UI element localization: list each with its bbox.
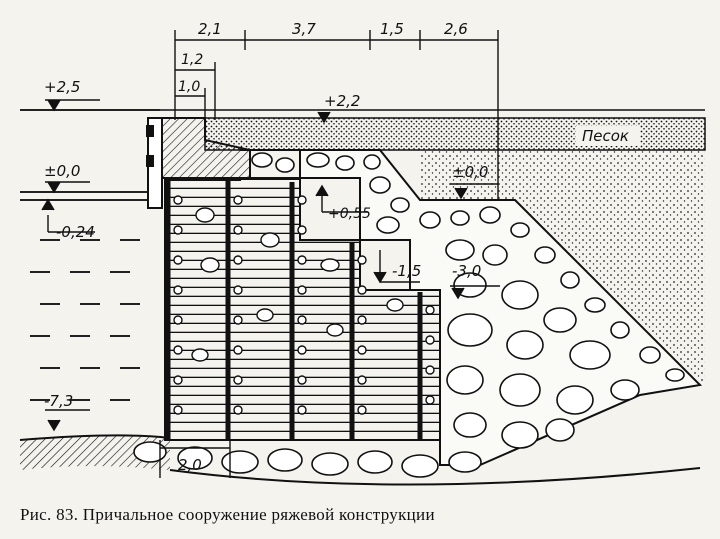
dimension-lines (159, 30, 499, 478)
stone-bedding (133, 441, 482, 478)
sand-label: Песок (582, 127, 629, 145)
dim-3-7: 3,7 (292, 20, 316, 38)
elev-left-top: +2,5 (44, 78, 80, 96)
elev-water-zero: ±0,0 (44, 162, 80, 180)
elev-surface: +2,2 (324, 92, 360, 110)
water-area (20, 109, 160, 401)
elev-water-low: -0,24 (56, 223, 95, 241)
elev-step2: -1,5 (392, 262, 421, 280)
figure-caption: Рис. 83. Причальное сооружение ряжевой к… (20, 505, 435, 524)
elev-sand-zero: ±0,0 (452, 163, 488, 181)
dim-1-2: 1,2 (181, 52, 203, 68)
dim-1-0: 1,0 (178, 79, 200, 95)
crib-body (164, 177, 441, 441)
dimension-labels: 2,1 3,7 1,5 2,6 1,2 1,0 2,0 (178, 20, 468, 474)
dim-2-0: 2,0 (178, 456, 202, 474)
elev-step3: -3,0 (452, 262, 481, 280)
dim-2-1: 2,1 (198, 20, 222, 38)
seabed (19, 434, 701, 486)
dim-2-6: 2,6 (444, 20, 468, 38)
dim-1-5: 1,5 (380, 20, 404, 38)
elev-bottom: -7,3 (44, 392, 73, 410)
elevation-labels: +2,5 +2,2 ±0,0 ±0,0 +0,55 -0,24 -1,5 -3,… (44, 78, 488, 410)
elevation-markers (41, 99, 500, 432)
crib-cap (146, 109, 705, 209)
elev-step1: +0,55 (328, 206, 371, 222)
